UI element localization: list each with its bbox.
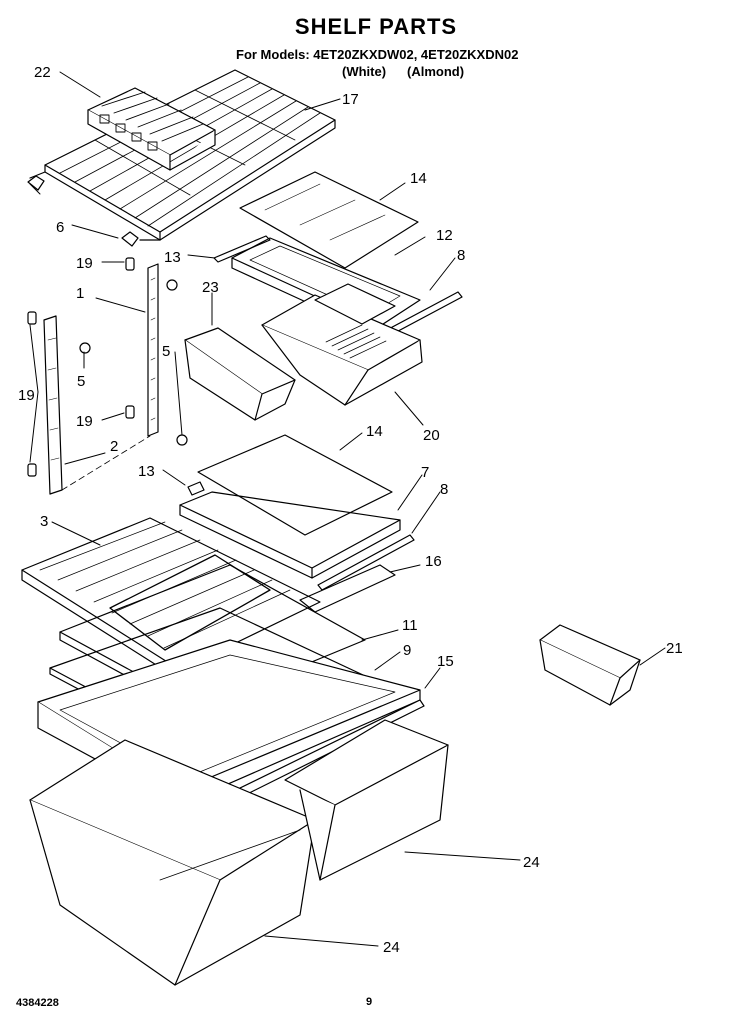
callout-9: 9 <box>403 642 411 659</box>
callout-12: 12 <box>436 227 453 244</box>
callout-14-top: 14 <box>410 170 427 187</box>
callout-23: 23 <box>202 279 219 296</box>
variant-white: (White) <box>342 64 387 79</box>
leader-lines <box>29 71 666 947</box>
callout-5-left: 5 <box>77 373 85 390</box>
callout-5-right: 5 <box>162 343 170 360</box>
variant-almond: (Almond) <box>407 64 465 79</box>
callout-8-top: 8 <box>457 247 465 264</box>
model-numbers: For Models: 4ET20ZKXDW02, 4ET20ZKXDN02 <box>236 47 519 62</box>
part-6-end-caps <box>27 175 139 247</box>
callout-labels: 22 17 6 14 12 13 19 8 1 23 5 19 5 19 20 … <box>18 64 683 956</box>
callout-11: 11 <box>402 617 418 634</box>
part-17-top-wire-shelf <box>29 69 336 241</box>
document-number: 4384228 <box>16 997 59 1009</box>
part-8-rail-middle <box>317 534 415 591</box>
part-21-door-bin <box>539 624 641 706</box>
part-13-rail-middle <box>187 481 205 496</box>
page-number: 9 <box>366 996 373 1008</box>
callout-2: 2 <box>110 438 118 455</box>
callout-3: 3 <box>40 513 48 530</box>
callout-7: 7 <box>421 464 429 481</box>
callout-19-left: 19 <box>18 387 35 404</box>
part-13-rail-top <box>213 235 271 263</box>
part-22-ice-bin <box>87 87 216 171</box>
callout-16: 16 <box>425 553 442 570</box>
part-23-bin <box>184 327 296 421</box>
callout-20: 20 <box>423 427 440 444</box>
callout-8-middle: 8 <box>440 481 448 498</box>
callout-22: 22 <box>34 64 51 81</box>
page-title: SHELF PARTS <box>294 14 458 39</box>
callout-21: 21 <box>666 640 683 657</box>
callout-19-bottom: 19 <box>76 413 93 430</box>
callout-6: 6 <box>56 219 64 236</box>
callout-24-right: 24 <box>523 854 540 871</box>
part-19-clips <box>27 257 135 477</box>
part-2-shelf-ladder-left <box>43 315 151 495</box>
part-16-shelf-frame <box>299 564 396 613</box>
callout-13-top: 13 <box>164 249 181 266</box>
callout-1: 1 <box>76 285 84 302</box>
part-14-glass-shelf-middle <box>197 434 393 536</box>
part-14-glass-shelf-top <box>239 171 419 269</box>
callout-14-middle: 14 <box>366 423 383 440</box>
part-24-crisper-drawers <box>29 719 449 986</box>
callout-24-left: 24 <box>383 939 400 956</box>
callout-19-top: 19 <box>76 255 93 272</box>
callout-15: 15 <box>437 653 454 670</box>
part-7-shelf-frame <box>179 491 401 579</box>
part-20-meat-drawer <box>261 283 423 406</box>
callout-13-middle: 13 <box>138 463 155 480</box>
callout-17: 17 <box>342 91 359 108</box>
part-5-screws <box>79 279 188 446</box>
part-1-shelf-ladder-right <box>147 263 159 437</box>
